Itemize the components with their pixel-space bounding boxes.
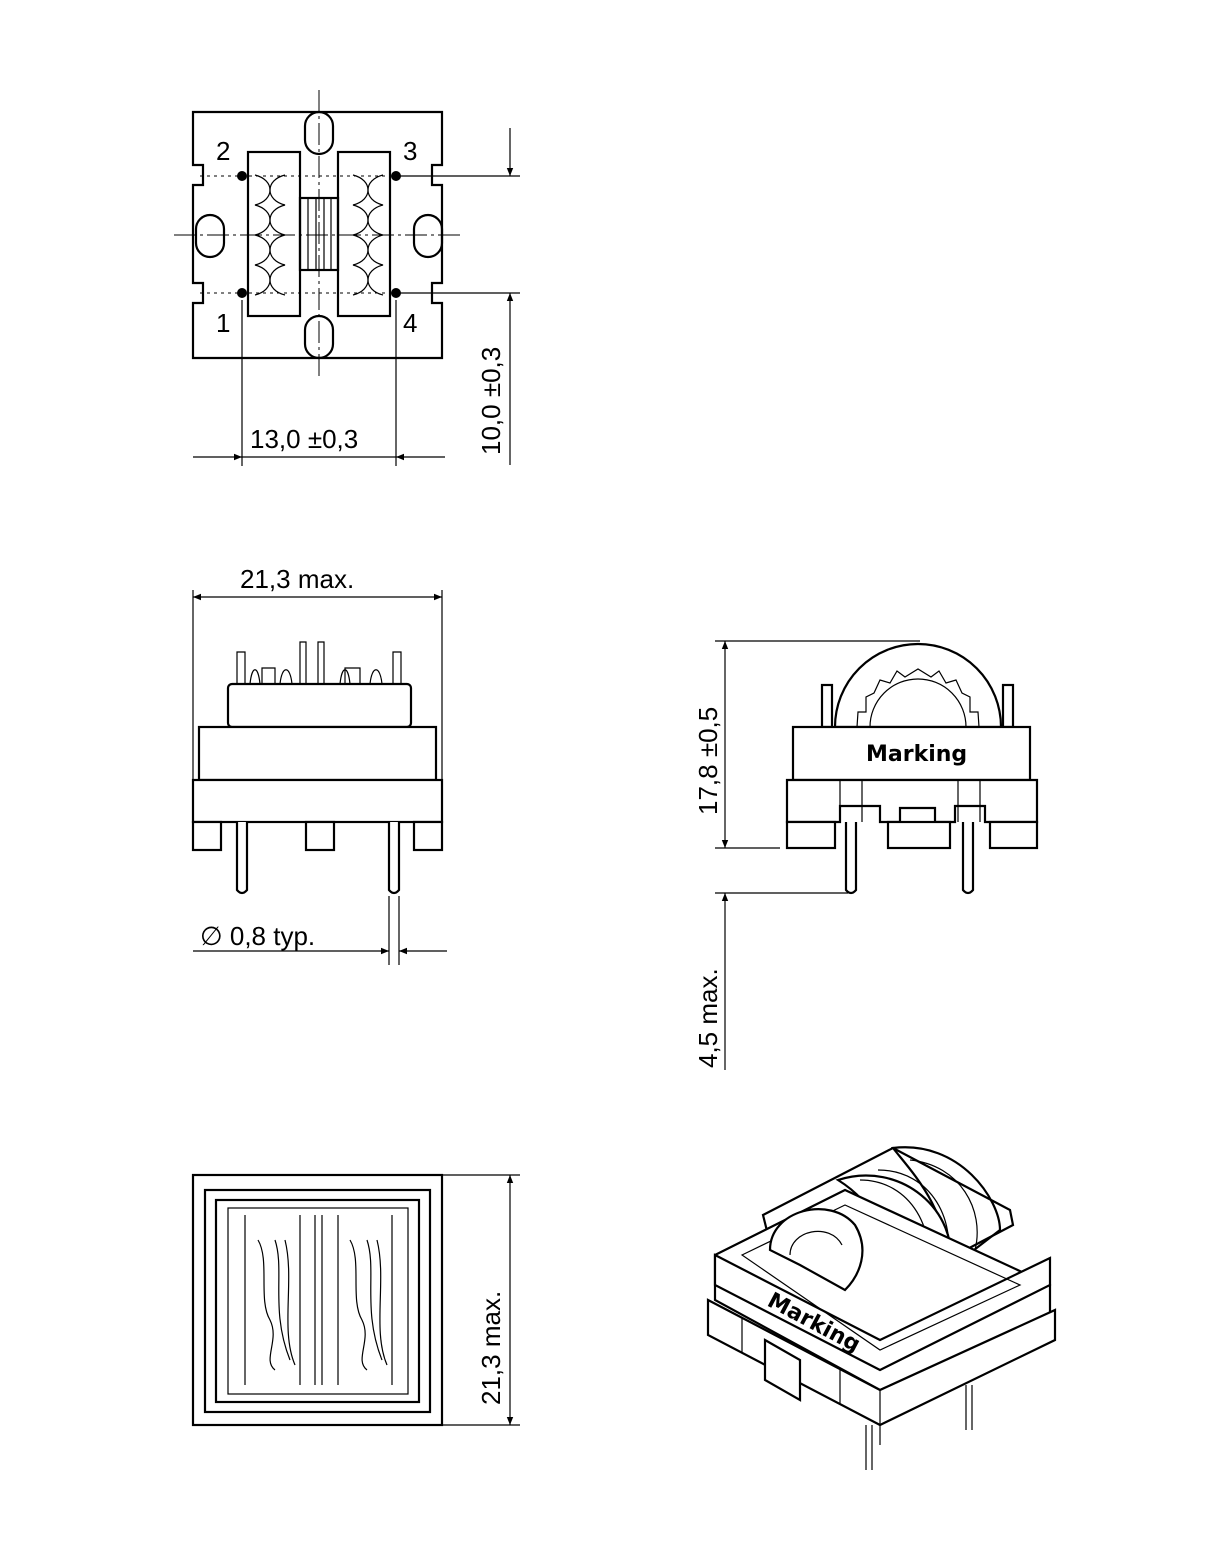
dim-pin-length: 4,5 max.: [693, 968, 723, 1068]
front-view: [715, 640, 1039, 1070]
isometric-view: [706, 1146, 1057, 1470]
marking-label: Marking: [866, 742, 967, 767]
dim-pin-diameter: ∅ 0,8 typ.: [200, 921, 315, 951]
side-view: [191, 590, 447, 965]
pin-label-2: 2: [216, 136, 230, 166]
dim-depth: 21,3 max.: [476, 1291, 506, 1405]
top-view: [174, 90, 520, 466]
pin-label-4: 4: [403, 308, 417, 338]
dim-pin-spacing-y: 10,0 ±0,3: [476, 347, 506, 455]
dim-height: 17,8 ±0,5: [693, 707, 723, 815]
pin-label-3: 3: [403, 136, 417, 166]
pin-label-1: 1: [216, 308, 230, 338]
bottom-view: [191, 1173, 520, 1427]
dim-width: 21,3 max.: [240, 564, 354, 594]
dim-pin-spacing-x: 13,0 ±0,3: [250, 424, 358, 454]
